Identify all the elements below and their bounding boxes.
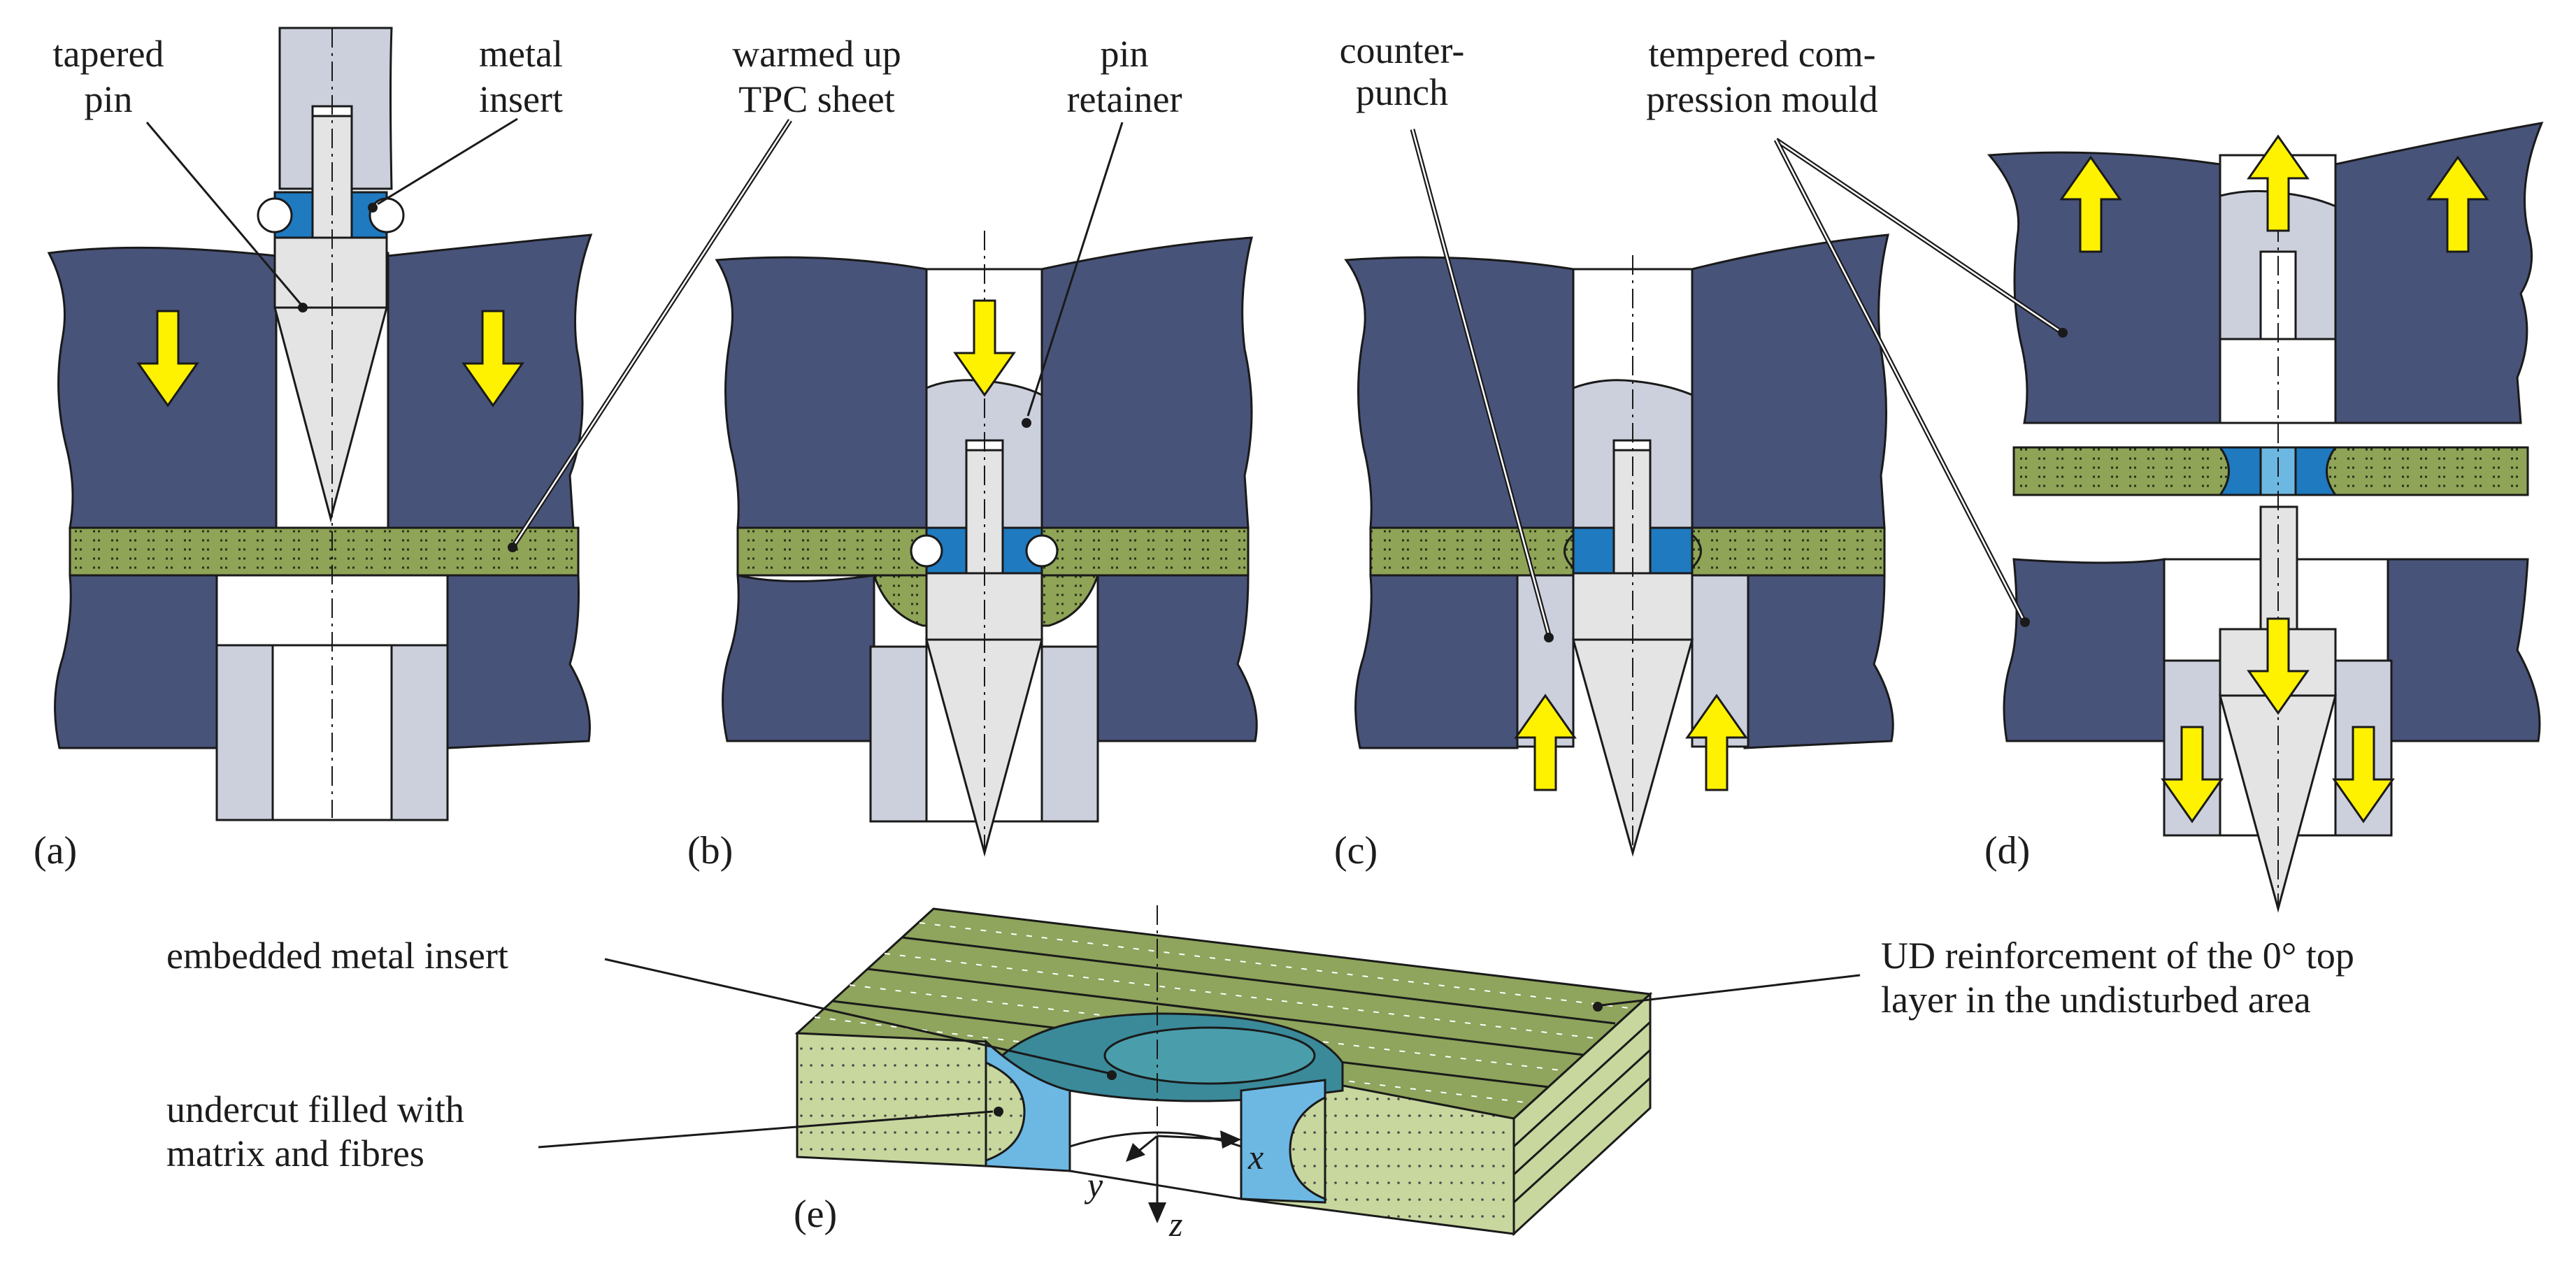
side-layer-lines	[1512, 1021, 1652, 1204]
arrow-up-c2	[1685, 693, 1748, 791]
axis-label-z: z	[1168, 1204, 1182, 1244]
arrow-up-d1	[2059, 155, 2122, 253]
insert-undercut-left-b	[910, 534, 943, 568]
label-tempered: tempered com-	[1648, 33, 1875, 75]
mould-upper-left-b	[715, 256, 928, 529]
leader-dot-mould-lower	[2020, 617, 2030, 627]
label-retainer: retainer	[1067, 78, 1182, 120]
leader-dot-undercut	[994, 1107, 1003, 1116]
arrow-down-b	[953, 299, 1016, 397]
mould-lower-left-c	[1354, 574, 1519, 749]
block-front-face	[796, 1032, 987, 1167]
arrow-down-d-pin	[2247, 617, 2310, 715]
arrow-down-d-right	[2332, 726, 2395, 824]
leader-dot-pin	[298, 303, 308, 312]
label-ud-1: UD reinforcement of the 0° top	[1881, 935, 2354, 977]
leader-ud-reinforcement	[1601, 974, 1861, 1007]
leader-dot-counter-punch	[1544, 633, 1554, 642]
counter-punch-left-b	[869, 645, 928, 823]
mould-lower-right-d	[2387, 558, 2541, 742]
leader-metal-insert	[377, 117, 518, 206]
panel-d: (d)	[1773, 122, 2544, 913]
panel-e: x y z embedded metal insert undercut fil…	[166, 905, 2354, 1244]
insert-undercut-right-b	[1025, 534, 1059, 568]
leader-dot-insert	[368, 203, 378, 213]
insert-undercut-left	[257, 197, 293, 233]
leader-mould-lower-inner	[1775, 139, 2024, 619]
leader-dot-mould-upper	[2058, 328, 2068, 338]
label-undercut-2: matrix and fibres	[166, 1132, 424, 1174]
leader-undercut	[538, 1110, 994, 1149]
arrow-up-c1	[1514, 693, 1577, 791]
axis-z-head	[1148, 1202, 1166, 1223]
insert-fill-left-c	[1564, 532, 1575, 570]
leader-mould-upper-inner	[1775, 138, 2060, 332]
mould-upper-left-d	[1987, 151, 2221, 424]
undercut-fill-right	[1289, 1095, 1326, 1201]
leader-dot-sheet	[508, 542, 517, 552]
panel-letter-e: (e)	[794, 1193, 837, 1236]
axis-label-x: x	[1247, 1137, 1264, 1177]
mould-lower-right-c	[1743, 574, 1894, 749]
panel-letter-d: (d)	[1984, 829, 2030, 872]
arrow-up-d3	[2426, 155, 2489, 253]
counter-punch-right	[390, 644, 449, 821]
label-ud-2: layer in the undisturbed area	[1881, 979, 2311, 1021]
arrow-down-a1	[136, 310, 199, 408]
label-metal: metal	[479, 33, 563, 75]
mould-lower-left	[54, 574, 218, 749]
label-pin-b: pin	[1100, 33, 1148, 75]
bore-cavity	[1068, 1131, 1243, 1200]
leader-dot-embedded-insert	[1107, 1070, 1117, 1080]
label-mould: pression mould	[1646, 78, 1878, 120]
arrow-down-a2	[461, 310, 524, 408]
mould-lower-left-d	[2003, 558, 2166, 742]
axis-y-head	[1126, 1143, 1145, 1162]
leader-embedded-insert	[604, 958, 1109, 1074]
insert-fill-right-c	[1691, 532, 1702, 570]
panel-b: pin retainer (b)	[687, 33, 1258, 872]
label-tpc-sheet: TPC sheet	[738, 78, 895, 120]
insert-bore-top	[1103, 1026, 1316, 1085]
leader-counter-punch-inner	[1411, 129, 1550, 635]
panel-c: counter- punch tempered com- pression mo…	[1334, 29, 1894, 872]
arrow-up-d2	[2247, 134, 2310, 232]
label-undercut-1: undercut filled with	[166, 1088, 464, 1130]
label-counter: counter-	[1340, 29, 1465, 71]
panel-letter-a: (a)	[34, 829, 77, 872]
mould-upper-right-d	[2334, 122, 2544, 424]
panel-letter-c: (c)	[1334, 829, 1378, 872]
mould-lower-right	[446, 574, 591, 749]
pin-cone	[273, 306, 388, 523]
label-embedded-insert: embedded metal insert	[166, 935, 508, 977]
label-warmed-up: warmed up	[732, 33, 901, 75]
label-pin: pin	[84, 78, 132, 120]
undercut-fill-left	[985, 1060, 1026, 1163]
axis-label-y: y	[1084, 1165, 1103, 1204]
label-insert: insert	[479, 78, 563, 120]
leader-tapered-pin	[145, 122, 302, 305]
leader-dot-ud	[1593, 1002, 1603, 1012]
mould-upper-right-c	[1691, 233, 1889, 529]
counter-punch-right-b	[1040, 645, 1099, 823]
counter-punch-left	[215, 644, 274, 821]
mould-upper-left-c	[1344, 256, 1575, 529]
mould-lower-right-b	[1096, 574, 1258, 742]
arrow-down-d-left	[2161, 726, 2224, 824]
leader-tpc-sheet-inner	[513, 120, 792, 546]
label-punch: punch	[1356, 71, 1448, 113]
axis-x-head	[1220, 1130, 1241, 1149]
panel-letter-b: (b)	[687, 829, 733, 872]
mould-upper-right-b	[1040, 236, 1253, 529]
leader-dot-retainer	[1022, 418, 1031, 428]
mould-lower-left-b	[722, 574, 875, 742]
panel-a: tapered pin metal insert warmed up TPC s…	[34, 27, 901, 872]
pin-collar	[273, 236, 388, 309]
tpc-sheet	[69, 526, 580, 577]
leader-pin-retainer	[1026, 122, 1124, 417]
label-tapered: tapered	[53, 33, 164, 75]
